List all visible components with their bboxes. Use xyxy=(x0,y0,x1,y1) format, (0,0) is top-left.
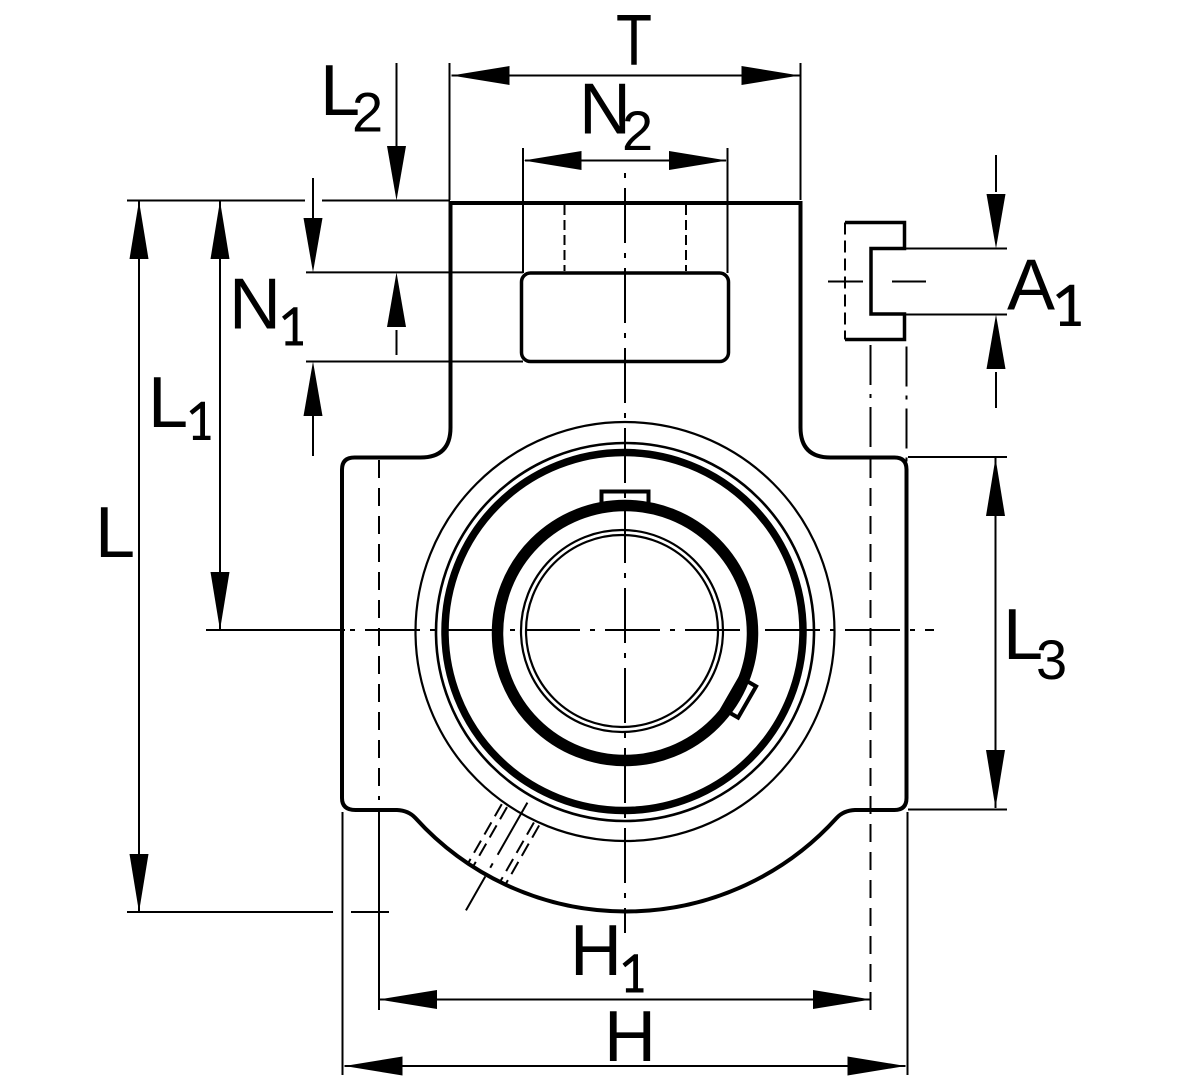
svg-text:2: 2 xyxy=(352,81,383,144)
svg-text:T: T xyxy=(616,1,652,81)
svg-text:L: L xyxy=(95,493,135,573)
svg-text:N: N xyxy=(579,70,631,150)
svg-text:H: H xyxy=(570,911,622,991)
svg-text:L: L xyxy=(320,51,360,131)
svg-text:3: 3 xyxy=(1036,628,1067,691)
svg-text:A: A xyxy=(1007,246,1055,326)
svg-text:L: L xyxy=(148,363,188,443)
svg-text:H: H xyxy=(604,997,656,1077)
svg-text:2: 2 xyxy=(622,99,653,162)
svg-text:N: N xyxy=(229,265,281,345)
svg-text:L: L xyxy=(1003,595,1043,675)
